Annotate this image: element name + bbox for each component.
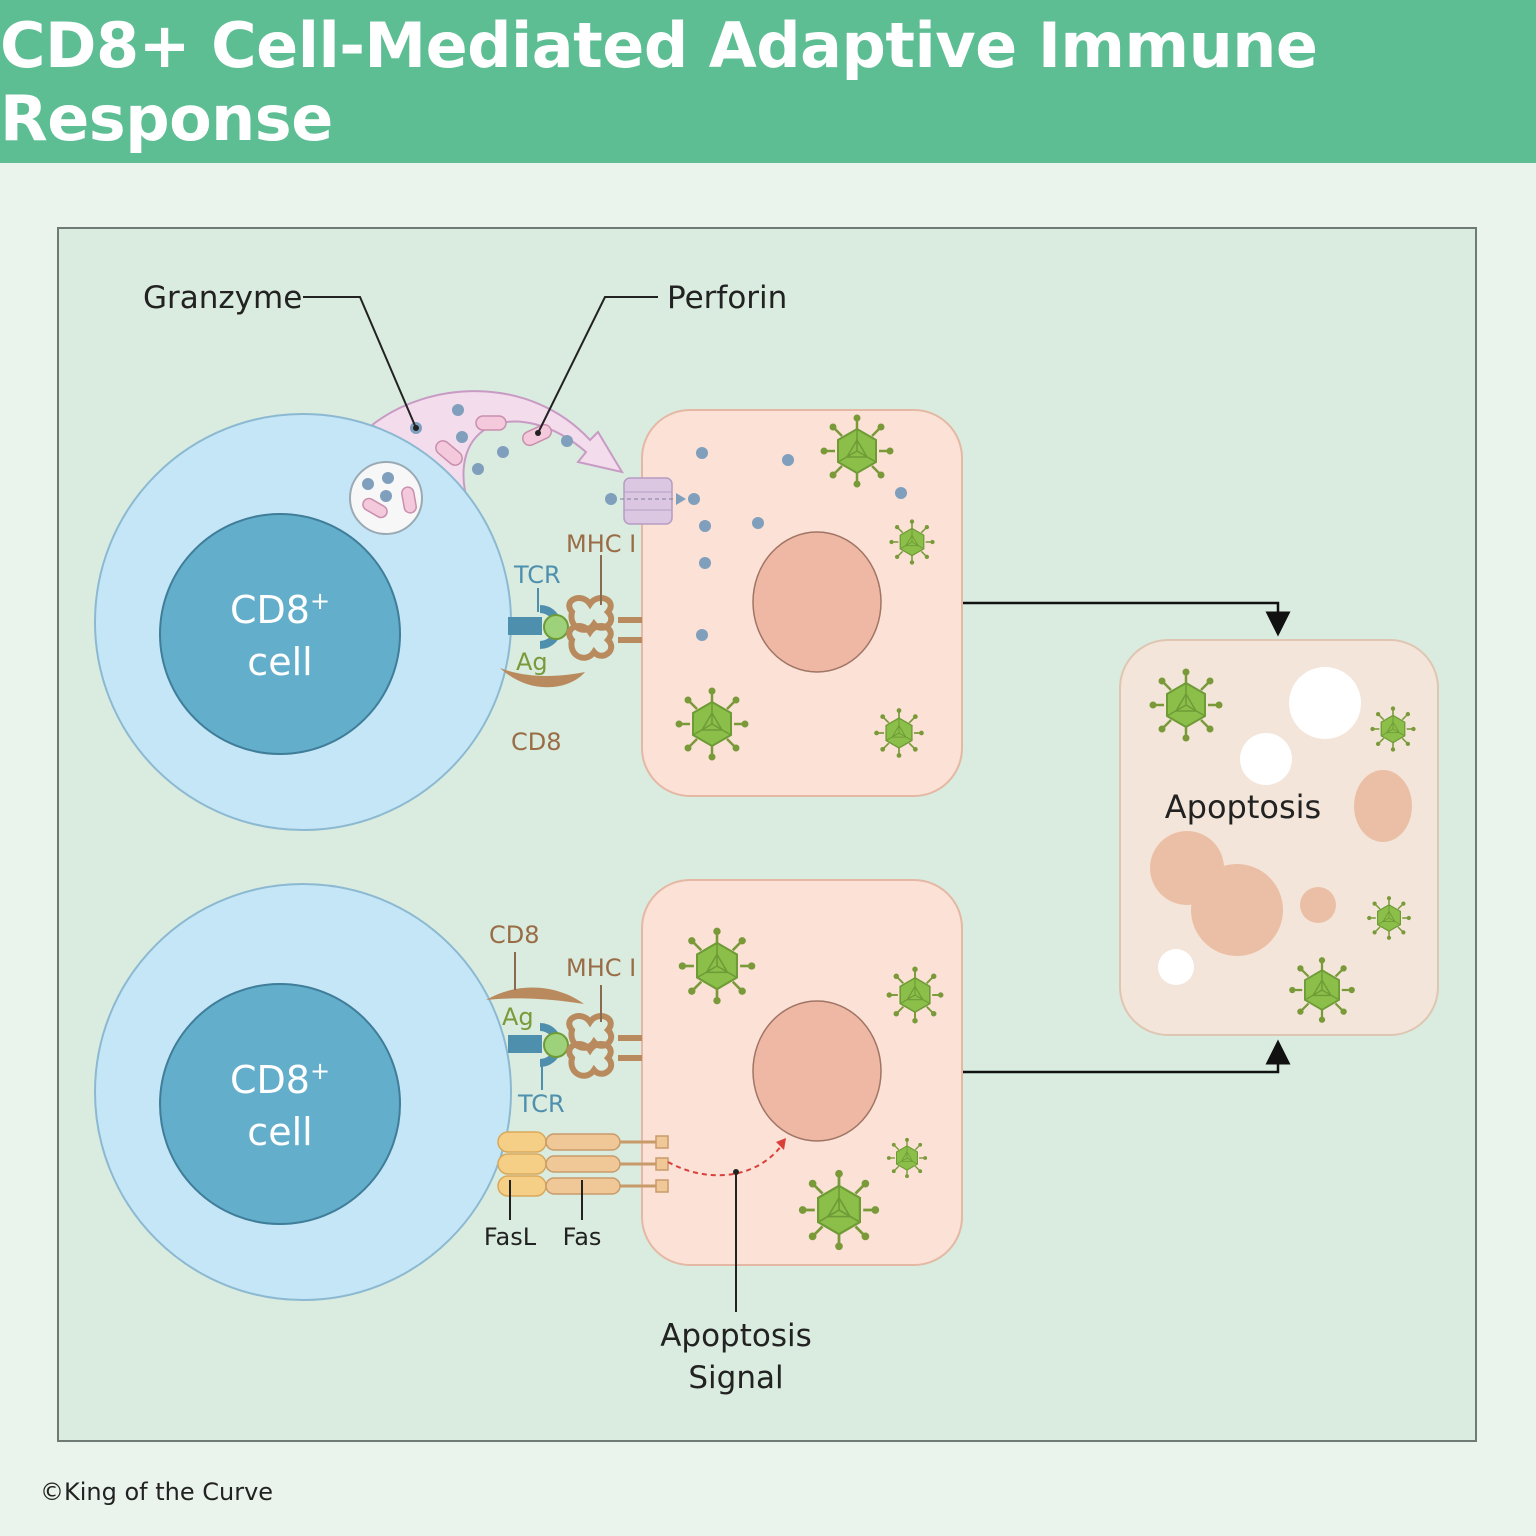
apoptosis-label: Apoptosis [1165,788,1321,826]
mhc-bottom-label: MHC I [566,954,636,982]
virus-icon [677,926,757,1006]
virus-icon [1288,956,1356,1024]
cd8-top-label: CD8 [511,728,562,756]
cd8-t-cell-top-nucleus [159,513,401,755]
granzyme-inside-target [688,447,907,641]
cd8-bottom-label: CD8 [489,921,540,949]
target-nucleus-top [752,531,882,673]
ag-top-label: Ag [516,648,548,676]
tcr-mhc-complex-top [500,555,642,688]
tcr-bottom-label: TCR [517,1090,565,1118]
virus-icon [1369,705,1417,753]
virus-icon [888,518,936,566]
arrow-top-to-apoptosis [963,601,1291,637]
mhc-top-label: MHC I [566,530,636,558]
virus-icon [797,1168,881,1252]
tcr-top-label: TCR [513,561,561,589]
virus-icon [1148,667,1224,743]
fas-label: Fas [563,1223,602,1251]
granzyme-label: Granzyme [143,280,302,316]
fasl-label: FasL [484,1223,537,1251]
virus-icon [1366,895,1412,941]
fasl-fas-complex [497,1131,669,1220]
title-banner: CD8+ Cell-Mediated Adaptive Immune Respo… [0,0,1536,163]
perforin-leader [537,296,658,434]
cd8-cell-top-label-line2: cell [247,640,312,684]
virus-icon [674,686,750,762]
virus-icon [873,707,925,759]
tcr-mhc-complex-bottom [486,952,642,1090]
virus-icon [885,965,945,1025]
cd8-t-cell-bottom-nucleus [159,983,401,1225]
granzyme-particles [410,404,573,475]
arrow-bottom-to-apoptosis [963,1039,1291,1074]
perforin-label: Perforin [667,280,787,316]
cd8-cell-bottom-label: CD8+ [230,1057,330,1102]
virus-icon [886,1137,928,1179]
cd8-cell-top-label: CD8+ [230,587,330,632]
virus-icon [819,413,895,489]
apoptotic-bodies [1150,667,1412,985]
ag-bottom-label: Ag [502,1003,534,1031]
cd8-cell-bottom-label-line2: cell [247,1110,312,1154]
target-nucleus-bottom [752,1000,882,1142]
granzyme-leader [303,296,417,429]
apoptosis-signal-arrow [667,1141,785,1177]
page-title: CD8+ Cell-Mediated Adaptive Immune Respo… [0,8,1318,155]
perforin-pore [605,477,686,525]
copyright-notice: ©King of the Curve [40,1478,274,1506]
apoptosis-signal-label-line2: Signal [688,1360,783,1396]
apoptosis-signal-label-line1: Apoptosis [660,1318,812,1354]
